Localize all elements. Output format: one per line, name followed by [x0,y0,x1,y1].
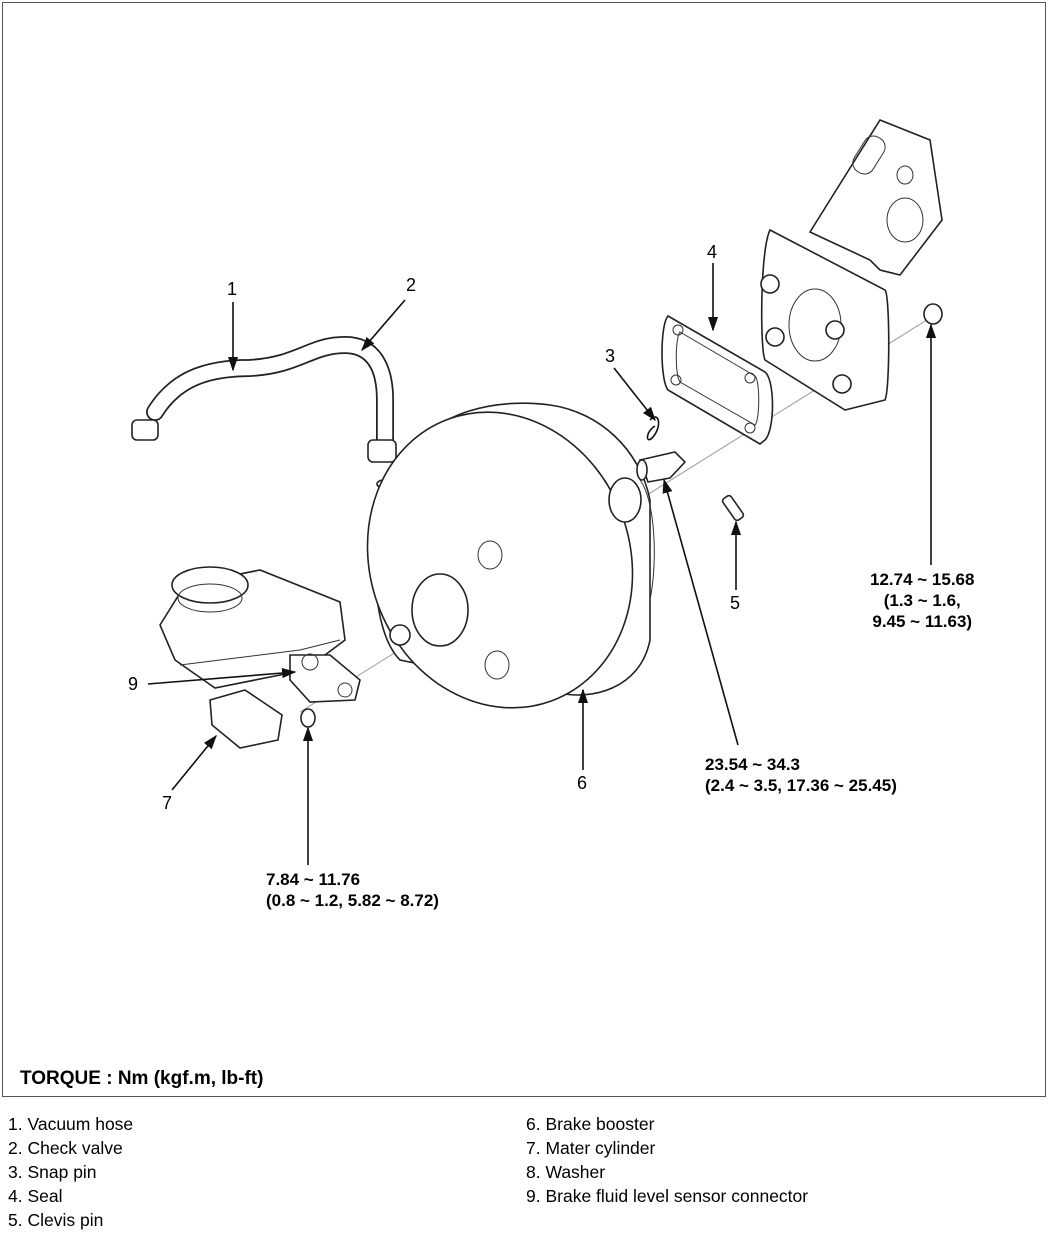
torque-unit-label: TORQUE : Nm (kgf.m, lb-ft) [20,1068,264,1089]
mounting-nut [923,303,943,325]
callout-4: 4 [707,242,718,262]
callout-6: 6 [577,773,588,793]
clevis [636,451,687,483]
legend-item: 4. Seal [8,1186,63,1206]
washer [300,708,316,728]
torque-spec-mc-line2: (0.8 ~ 1.2, 5.82 ~ 8.72) [266,891,439,910]
callout-5: 5 [730,593,741,613]
seal [661,314,774,445]
callout-3: 3 [605,346,616,366]
callout-2: 2 [406,275,417,295]
legend-item: 3. Snap pin [8,1162,97,1182]
torque-spec-clevis-line2: (2.4 ~ 3.5, 17.36 ~ 25.45) [705,776,897,795]
torque-spec-nut-line2: (1.3 ~ 1.6, [883,591,961,610]
legend-item: 7. Mater cylinder [526,1138,656,1158]
legend-item: 1. Vacuum hose [8,1114,134,1134]
vacuum-hose [131,335,397,463]
legend-item: 6. Brake booster [526,1114,655,1134]
callout-7: 7 [162,793,173,813]
leader-clevis-torque [662,478,739,746]
leader-9 [147,668,297,685]
snap-pin [646,416,660,441]
legend-item: 9. Brake fluid level sensor connector [526,1186,809,1206]
torque-spec-nut: 12.74 ~ 15.68 (1.3 ~ 1.6, 9.45 ~ 11.63) [870,569,974,632]
torque-spec-clevis: 23.54 ~ 34.3 (2.4 ~ 3.5, 17.36 ~ 25.45) [705,754,897,796]
leader-3 [613,367,656,422]
parts-legend-right: 6. Brake booster 7. Mater cylinder 8. Wa… [526,1112,808,1208]
diagram-frame [2,2,1046,1097]
torque-spec-nut-line1: 12.74 ~ 15.68 [870,570,975,589]
mounting-bracket [760,119,943,411]
brake-booster-exploded-diagram [131,119,943,865]
legend-item: 8. Washer [526,1162,606,1182]
master-cylinder [159,566,361,749]
leader-2 [361,299,406,352]
clevis-pin [721,494,745,522]
torque-spec-clevis-line1: 23.54 ~ 34.3 [705,755,801,774]
leader-7 [171,734,217,791]
torque-spec-nut-line3: 9.45 ~ 11.63) [872,612,973,631]
callout-1: 1 [227,279,238,299]
parts-legend-left: 1. Vacuum hose 2. Check valve 3. Snap pi… [8,1112,133,1232]
torque-spec-master-cylinder: 7.84 ~ 11.76 (0.8 ~ 1.2, 5.82 ~ 8.72) [266,869,439,911]
torque-spec-mc-line1: 7.84 ~ 11.76 [266,870,361,889]
legend-item: 2. Check valve [8,1138,123,1158]
brake-booster [366,402,655,709]
callout-9: 9 [128,674,139,694]
legend-item: 5. Clevis pin [8,1210,104,1230]
